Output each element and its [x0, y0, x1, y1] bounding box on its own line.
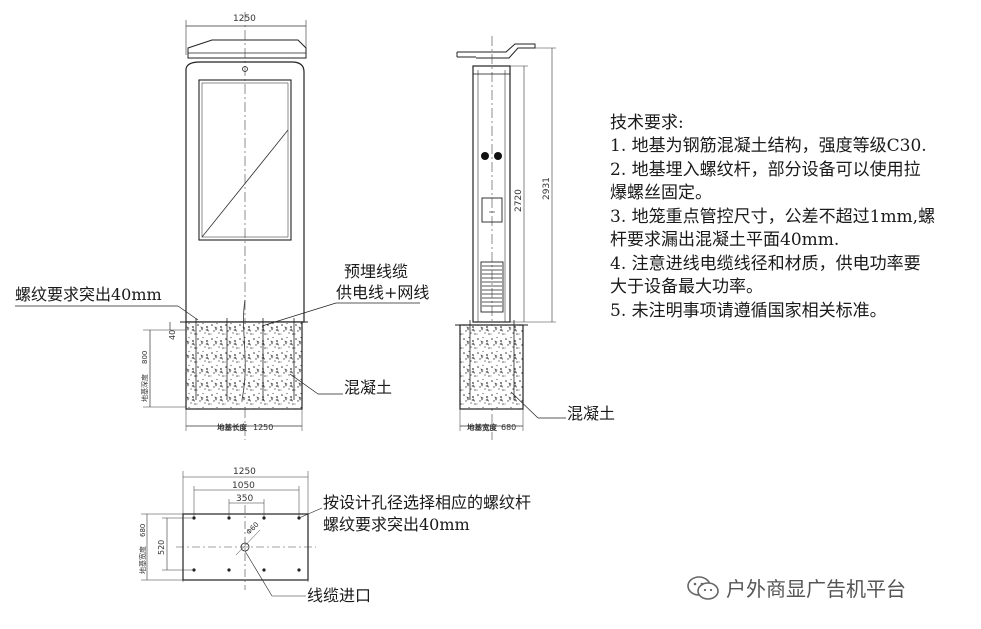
requirement-line: 杆要求漏出混凝土平面40mm. [610, 230, 840, 250]
cable-inlet-label: 线缆进口 [307, 586, 371, 605]
requirement-line: 爆螺丝固定。 [610, 183, 712, 203]
bolt-note-1: 按设计孔径选择相应的螺纹杆 [323, 493, 531, 512]
requirement-line: 3. 地笼重点管控尺寸，公差不超过1mm,螺 [610, 207, 936, 227]
side-concrete-label: 混凝土 [567, 404, 615, 423]
requirement-line: 2. 地基埋入螺纹杆，部分设备可以使用拉 [610, 160, 921, 180]
plan-bolt-depth: 520 [157, 540, 166, 555]
cable-note-1: 预埋线缆 [344, 262, 408, 281]
plan-view: 1250 1050 350 Φ60 地基宽度 680 [138, 467, 531, 605]
cable-note-2: 供电线+网线 [336, 283, 429, 302]
side-view: 2720 2931 地基宽度 680 混凝土 [455, 36, 615, 440]
front-view: 1250 40 地基深度 800 地基长度 [15, 12, 429, 440]
wechat-icon [687, 575, 719, 600]
front-concrete-label: 混凝土 [344, 378, 392, 397]
depth-value: 800 [141, 351, 149, 364]
requirement-line: 4. 注意进线电缆线径和材质，供电功率要 [610, 254, 921, 274]
watermark: 户外商显广告机平台 [686, 573, 906, 602]
side-foundation [459, 324, 524, 410]
plan-side-value: 680 [139, 524, 147, 537]
bolt-note-2: 螺纹要求突出40mm [323, 515, 470, 534]
height-total: 2931 [542, 177, 552, 200]
depth-label: 地基深度 [140, 374, 149, 402]
requirement-line: 大于设备最大功率。 [610, 277, 763, 297]
height-body: 2720 [514, 189, 524, 212]
requirements-title: 技术要求: [610, 113, 684, 133]
requirement-line: 5. 未注明事项请遵循国家相关标准。 [610, 301, 887, 321]
plan-side-label: 地基宽度 [138, 546, 147, 574]
requirement-line: 1. 地基为钢筋混凝土结构，强度等级C30. [610, 136, 927, 156]
plan-bolt-span: 1050 [232, 481, 255, 491]
width-value: 680 [501, 423, 516, 432]
hole-diameter: Φ60 [245, 521, 261, 537]
length-label: 地基长度 [217, 422, 247, 432]
watermark-text: 户外商显广告机平台 [726, 577, 906, 601]
length-value: 1250 [253, 423, 273, 432]
width-label: 地基宽度 [467, 422, 497, 432]
plan-overall: 1250 [233, 467, 256, 477]
plan-inner-span: 350 [236, 494, 253, 504]
protrude-40: 40 [168, 330, 177, 340]
front-top-width: 1250 [233, 14, 256, 24]
thread-note: 螺纹要求突出40mm [15, 285, 162, 304]
